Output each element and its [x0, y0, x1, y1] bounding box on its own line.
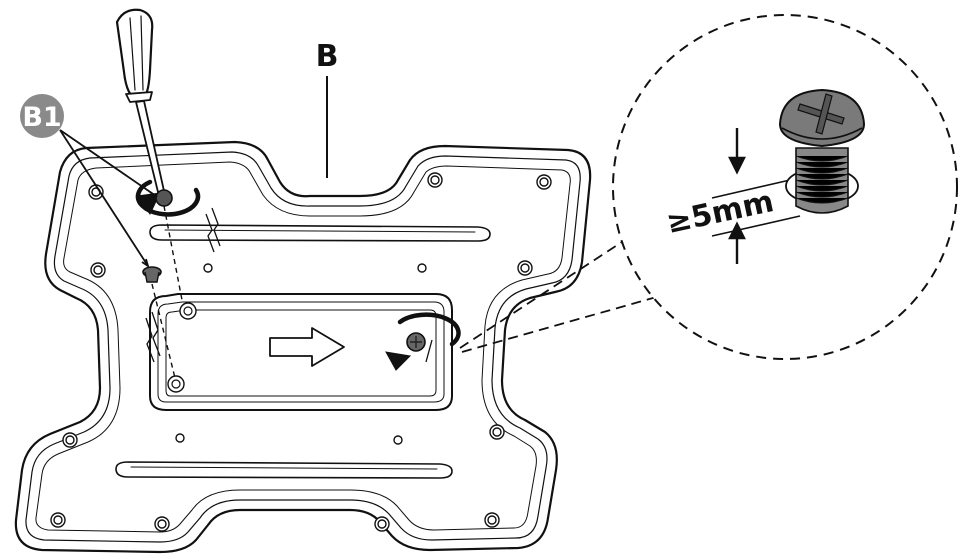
measurement-arrows	[728, 128, 746, 264]
screwdriver-icon	[115, 8, 165, 193]
badge-leader-lines	[59, 129, 159, 269]
screw-badge: B1	[20, 94, 64, 138]
slide-arrow-icon	[269, 327, 345, 367]
zoom-callout-lines	[459, 237, 661, 353]
zoom-detail: ≥5mm	[612, 14, 958, 360]
screw-icon	[155, 189, 173, 207]
guide-lines	[151, 205, 183, 379]
rotate-arrow-icon	[135, 179, 201, 217]
screw-icon	[406, 332, 433, 363]
rotate-arrow-icon	[385, 312, 461, 371]
part-label: B	[316, 39, 339, 74]
screw-icon	[778, 88, 866, 214]
screw-icon	[142, 266, 162, 283]
motion-lines-icon	[145, 207, 221, 363]
screw-badge-label: B1	[22, 102, 61, 133]
